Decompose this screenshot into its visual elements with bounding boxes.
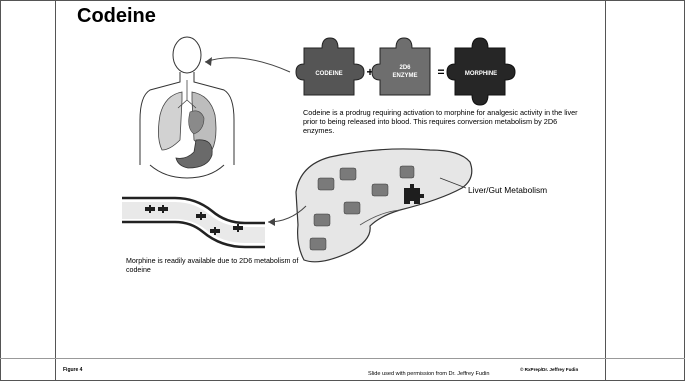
ingestion-arrow-head xyxy=(205,57,212,66)
blood-vessel xyxy=(122,198,265,247)
lungs-illustration xyxy=(158,80,216,150)
figure-number: Figure 4 xyxy=(63,367,82,373)
morphine-piece-label: MORPHINE xyxy=(465,71,497,77)
codeine-puzzle-piece xyxy=(296,38,364,95)
liver-to-blood-arrow-head xyxy=(268,218,275,226)
enzyme-piece-label-line2: ENZYME xyxy=(392,73,417,79)
ingestion-arrow xyxy=(205,58,290,72)
permission-credit: Slide used with permission from Dr. Jeff… xyxy=(368,371,489,377)
prodrug-caption: Codeine is a prodrug requiring activatio… xyxy=(303,108,583,135)
liver-metabolism-label: Liver/Gut Metabolism xyxy=(468,185,547,195)
stomach-illustration xyxy=(176,140,212,168)
equals-operator: = xyxy=(437,65,444,79)
codeine-piece-label: CODEINE xyxy=(315,71,342,77)
copyright-notice: © RxPrep/Dr. Jeffrey Fudin xyxy=(520,367,578,372)
morphine-availability-note: Morphine is readily available due to 2D6… xyxy=(126,257,306,275)
enzyme-piece-label-line1: 2D6 xyxy=(399,65,411,71)
